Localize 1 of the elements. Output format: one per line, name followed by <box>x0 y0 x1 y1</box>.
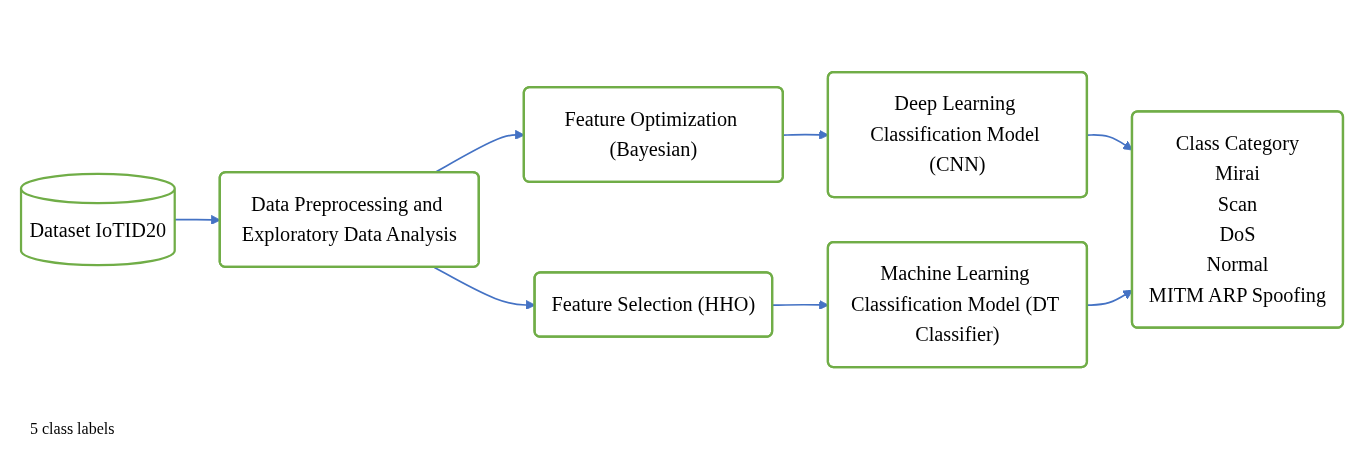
note-text: 5 class labels <box>30 420 115 438</box>
